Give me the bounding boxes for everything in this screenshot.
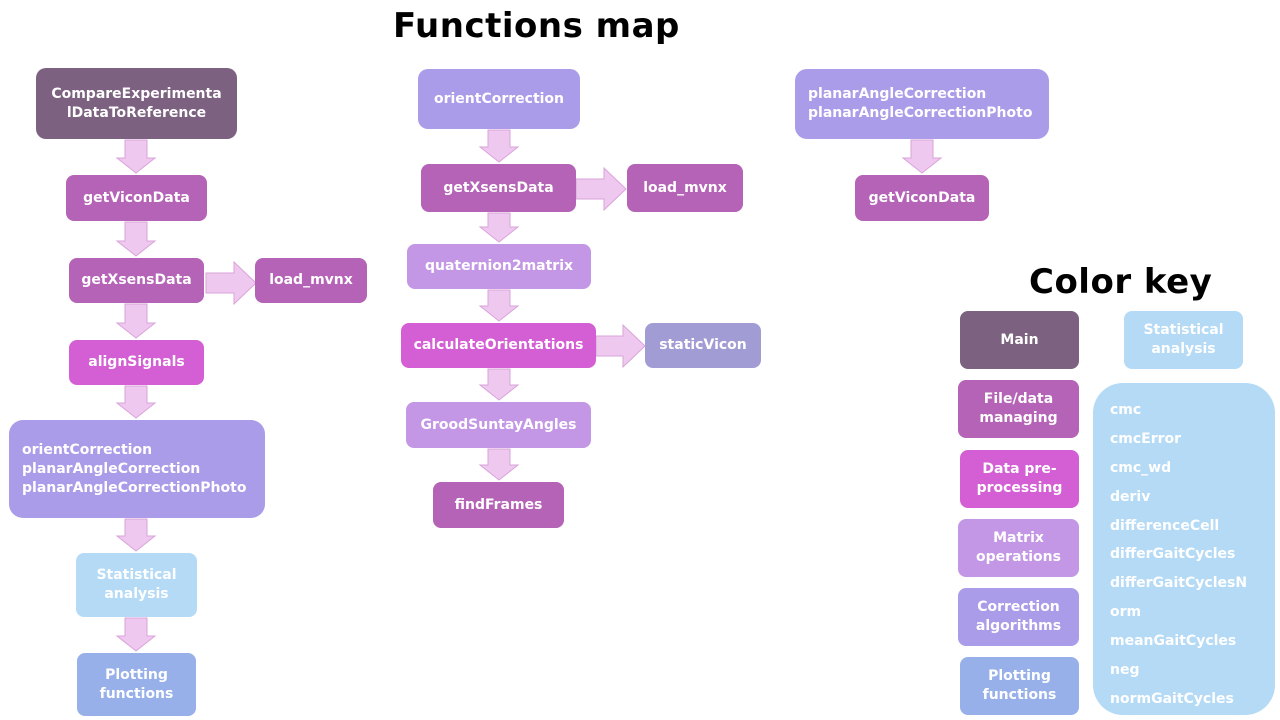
key-file-data-managing: File/data managing (958, 380, 1079, 438)
key-statistical-analysis: Statistical analysis (1124, 311, 1243, 369)
down-arrow (478, 289, 520, 322)
main-node-compare-experimental[interactable]: CompareExperimenta lDataToReference (36, 68, 237, 139)
node-label: quaternion2matrix (424, 258, 574, 274)
node-label: planarAngleCorrection planarAngleCorrect… (808, 86, 1033, 121)
node-get-vicon-data-left[interactable]: getViconData (66, 175, 207, 221)
key-main: Main (960, 311, 1079, 369)
node-label: getViconData (83, 189, 190, 206)
node-load-mvnx-left[interactable]: load_mvnx (255, 258, 367, 303)
down-arrow (901, 139, 943, 174)
right-arrow (575, 166, 627, 212)
key-label: Plotting functions (982, 668, 1057, 703)
node-plotting-functions-left[interactable]: Plotting functions (77, 653, 196, 716)
stat-fn-item: cmc_wd (1110, 459, 1172, 476)
node-get-vicon-data-right[interactable]: getViconData (855, 175, 989, 221)
node-label: load_mvnx (643, 179, 727, 196)
node-load-mvnx-middle[interactable]: load_mvnx (627, 164, 743, 212)
node-label: Plotting functions (99, 666, 174, 702)
stat-fn-item: normGaitCycles (1110, 690, 1234, 707)
node-label: getViconData (868, 189, 976, 206)
functions-map-title: Functions map (393, 6, 680, 46)
down-arrow (115, 303, 157, 339)
stat-fn-item: differenceCell (1110, 517, 1220, 534)
stat-fn-item: differGaitCycles (1110, 546, 1236, 563)
down-arrow (115, 385, 157, 419)
stat-fn-item: orm (1110, 604, 1142, 621)
node-quaternion2matrix[interactable]: quaternion2matrix (407, 244, 591, 289)
node-label: getXsensData (81, 272, 192, 288)
node-label: calculateOrientations (413, 337, 584, 353)
node-planar-angle-corrections[interactable]: planarAngleCorrection planarAngleCorrect… (795, 69, 1049, 139)
right-arrow (205, 260, 257, 306)
node-grood-suntay-angles[interactable]: GroodSuntayAngles (406, 402, 591, 448)
stat-fn-item: meanGaitCycles (1110, 633, 1237, 650)
node-label: orientCorrection (433, 90, 565, 107)
down-arrow (478, 368, 520, 401)
node-find-frames[interactable]: findFrames (433, 482, 564, 528)
key-label: Main (1000, 331, 1039, 348)
key-label: File/data managing (979, 391, 1058, 426)
down-arrow (478, 129, 520, 163)
node-get-xsens-data-left[interactable]: getXsensData (69, 258, 204, 303)
node-orient-correction[interactable]: orientCorrection (418, 69, 580, 129)
down-arrow (115, 139, 157, 174)
key-correction-algorithms: Correction algorithms (958, 588, 1079, 646)
stat-fn-item: neg (1110, 662, 1140, 679)
stat-fn-item: cmc (1110, 402, 1142, 418)
stat-fn-item: deriv (1110, 488, 1151, 505)
right-arrow (595, 323, 646, 369)
node-calculate-orientations[interactable]: calculateOrientations (401, 323, 596, 368)
color-key-title: Color key (1029, 262, 1213, 302)
node-static-vicon[interactable]: staticVicon (645, 323, 761, 368)
node-label: findFrames (454, 496, 543, 513)
node-label: Statistical analysis (96, 567, 177, 602)
stat-fn-item: differGaitCyclesN (1110, 575, 1248, 592)
key-label: Matrix operations (976, 530, 1061, 565)
node-label: alignSignals (88, 354, 185, 370)
node-label: GroodSuntayAngles (420, 416, 577, 433)
statistical-functions-list: cmc cmcError cmc_wd deriv differenceCell… (1093, 383, 1275, 715)
node-corrections-group[interactable]: orientCorrection planarAngleCorrection p… (9, 420, 265, 518)
stat-fn-item: cmcError (1110, 430, 1182, 447)
key-label: Data pre- processing (976, 461, 1063, 496)
key-plotting-functions: Plotting functions (960, 657, 1079, 715)
node-label: getXsensData (443, 179, 554, 196)
node-align-signals[interactable]: alignSignals (69, 340, 204, 385)
node-label: staticVicon (659, 337, 747, 353)
node-get-xsens-data-middle[interactable]: getXsensData (421, 164, 576, 212)
down-arrow (115, 617, 157, 652)
key-label: Statistical analysis (1143, 322, 1224, 357)
node-statistical-analysis-left[interactable]: Statistical analysis (76, 553, 197, 617)
down-arrow (478, 448, 520, 481)
down-arrow (115, 518, 157, 552)
key-matrix-operations: Matrix operations (958, 519, 1079, 577)
key-label: Correction algorithms (975, 599, 1062, 634)
node-label: CompareExperimenta lDataToReference (51, 85, 222, 121)
down-arrow (115, 221, 157, 257)
down-arrow (478, 212, 520, 243)
node-label: orientCorrection planarAngleCorrection p… (22, 441, 247, 496)
node-label: load_mvnx (269, 272, 353, 288)
key-data-preprocessing: Data pre- processing (960, 450, 1079, 508)
